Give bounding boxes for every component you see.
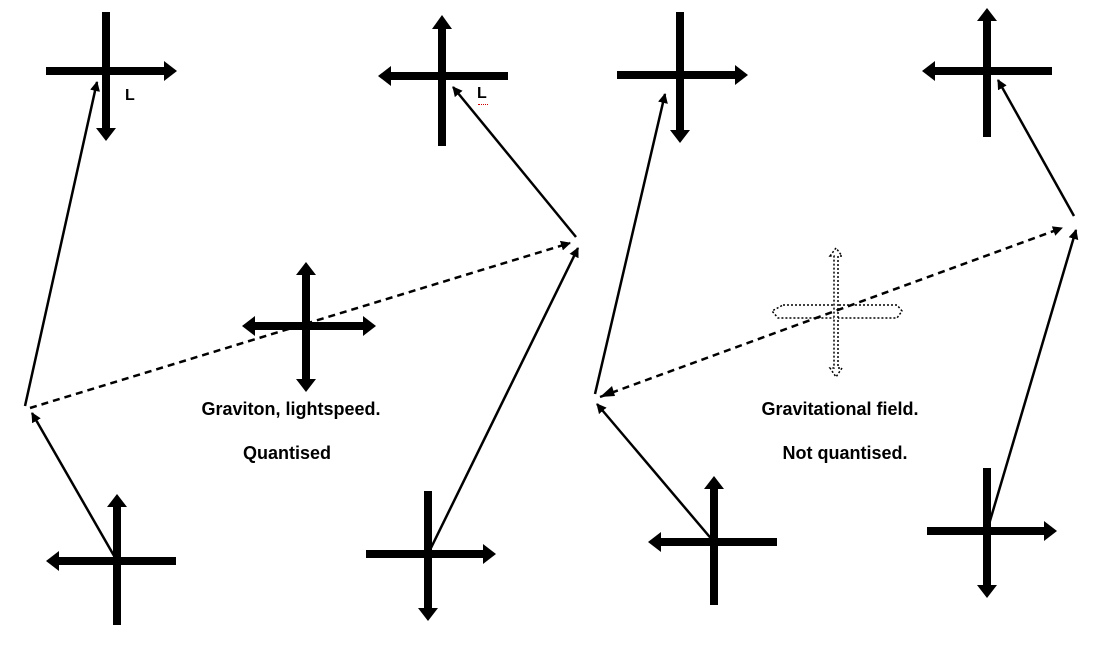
cross-bottom-right-a xyxy=(648,476,777,605)
field-dashed-arrow-start-head xyxy=(600,386,615,397)
cross-top-right-b xyxy=(922,8,1052,137)
path-arrow xyxy=(593,93,668,395)
cross-top-right-a xyxy=(617,12,748,143)
graviton-dashed-arrow xyxy=(29,240,571,410)
spellcheck-squiggle xyxy=(478,100,488,105)
path-arrow xyxy=(996,79,1076,217)
path-arrow xyxy=(426,247,580,555)
path-arrow xyxy=(452,86,577,238)
cross-top-middle xyxy=(378,15,508,146)
cross-bottom-left xyxy=(46,494,176,625)
path-arrow xyxy=(596,403,715,543)
right-caption-line1: Gravitational field. xyxy=(761,399,919,419)
label-L-top-left: L xyxy=(125,87,135,104)
cross-center-left xyxy=(242,262,376,392)
path-arrow xyxy=(30,412,119,562)
cross-top-left xyxy=(46,12,177,141)
left-caption-line1: Graviton, lightspeed. xyxy=(201,399,381,419)
label-L-top-middle: L xyxy=(477,85,487,102)
field-dashed-arrow xyxy=(599,226,1063,399)
path-arrow xyxy=(23,81,100,407)
left-caption-line2: Quantised xyxy=(242,443,332,463)
hollow-field-cross xyxy=(770,246,903,379)
cross-bottom-middle xyxy=(366,491,496,621)
path-arrow xyxy=(985,229,1079,532)
cross-bottom-right-b xyxy=(927,468,1057,598)
right-caption-line2: Not quantised. xyxy=(782,443,908,463)
